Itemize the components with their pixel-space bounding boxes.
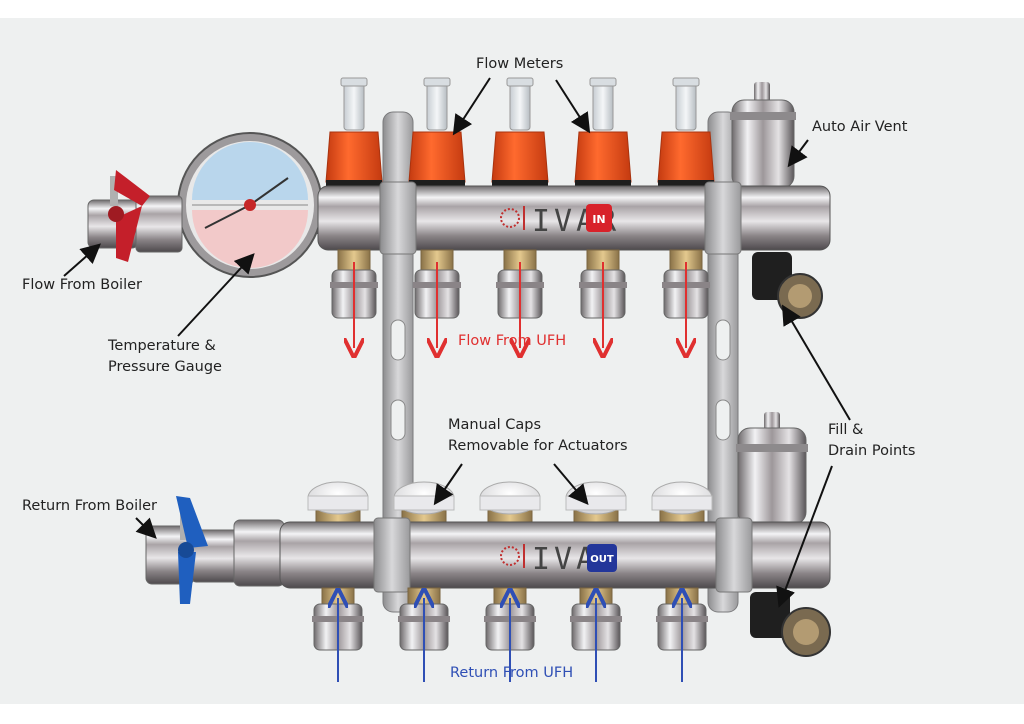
leader-temperature-gauge: [177, 253, 255, 337]
leader-manual-cap-1: [433, 463, 463, 506]
leader-flow-from-boiler: [63, 243, 101, 277]
leader-manual-cap-2: [553, 463, 589, 506]
flow-meter-body: [574, 131, 632, 183]
flow-meter-group: [325, 77, 715, 190]
flow-meter-cap: [506, 77, 534, 87]
flow-meter-cap: [423, 77, 451, 87]
fill-drain-valve-bottom: [750, 592, 831, 657]
leader-return-from-boiler: [135, 517, 157, 539]
auto-air-vent-bottom: [736, 412, 808, 525]
manual-cap: [651, 481, 713, 525]
flow-meter-collar: [658, 180, 714, 190]
flow-manifold-bar: [317, 185, 831, 251]
flow-meter-collar: [575, 180, 631, 190]
blue-butterfly-valve-handle: [176, 496, 208, 604]
label-manual-caps-line1: Manual Caps: [448, 417, 542, 433]
ivar-starburst-logo: [500, 208, 520, 228]
flow-meter-collar: [492, 180, 548, 190]
manual-cap: [479, 481, 541, 525]
manual-cap: [393, 481, 455, 525]
temperature-pressure-gauge: [177, 132, 330, 278]
flow-meter-cap: [672, 77, 700, 87]
leader-flow-meter-1: [452, 77, 491, 136]
label-manual-caps-line2: Removable for Actuators: [448, 438, 628, 454]
flow-meter-sight-glass: [426, 79, 448, 131]
flow-meter: [657, 77, 715, 190]
label-flow-from-boiler: Flow From Boiler: [22, 277, 143, 293]
label-temperature-gauge-line2: Pressure Gauge: [108, 359, 222, 375]
label-flow-meters: Flow Meters: [476, 56, 564, 72]
return-badge-text: OUT: [590, 554, 614, 565]
label-fill-line1: Fill &: [828, 422, 864, 438]
manual-cap-side: [565, 495, 627, 511]
flow-meter-sight-glass: [509, 79, 531, 131]
flow-meter-sight-glass: [675, 79, 697, 131]
flow-meter-body: [408, 131, 466, 183]
flow-meter-sight-glass: [343, 79, 365, 131]
manual-cap-side: [393, 495, 455, 511]
flow-meter-cap: [340, 77, 368, 87]
flow-meter-collar: [409, 180, 465, 190]
label-fill-line2: Drain Points: [828, 443, 916, 459]
leader-flow-meter-2: [555, 79, 591, 134]
return-manifold-bar: [279, 521, 831, 589]
manual-cap-side: [479, 495, 541, 511]
flow-meter-cap: [589, 77, 617, 87]
flow-meter-collar: [326, 180, 382, 190]
flow-meter: [491, 77, 549, 190]
label-temperature-gauge-line1: Temperature &: [108, 338, 216, 354]
flow-meter: [574, 77, 632, 190]
label-flow-from-ufh: Flow From UFH: [458, 333, 567, 349]
leader-fill-point-top: [781, 304, 851, 421]
return-badge: [587, 544, 617, 572]
flow-meter-body: [657, 131, 715, 183]
flow-direction-arrows: [354, 262, 686, 348]
auto-air-vent-top: [730, 82, 796, 189]
label-auto-air-vent: Auto Air Vent: [812, 119, 908, 135]
red-butterfly-valve-handle: [108, 170, 150, 262]
label-return-from-ufh: Return From UFH: [450, 665, 574, 681]
flow-badge-text: IN: [592, 213, 605, 226]
manual-cap: [307, 481, 369, 525]
label-return-from-boiler: Return From Boiler: [22, 498, 158, 514]
leader-auto-air-vent: [787, 139, 809, 168]
flow-meter: [325, 77, 383, 190]
flow-meter: [408, 77, 466, 190]
return-direction-arrows: [338, 598, 682, 682]
manual-cap-side: [651, 495, 713, 511]
manual-cap-group: [307, 481, 713, 525]
leader-drain-point-bottom: [776, 465, 833, 608]
flow-badge: [586, 204, 612, 232]
flow-meter-body: [491, 131, 549, 183]
manual-cap-side: [307, 495, 369, 511]
annotation-leaders: [63, 77, 851, 608]
flow-meter-sight-glass: [592, 79, 614, 131]
flow-meter-body: [325, 131, 383, 183]
